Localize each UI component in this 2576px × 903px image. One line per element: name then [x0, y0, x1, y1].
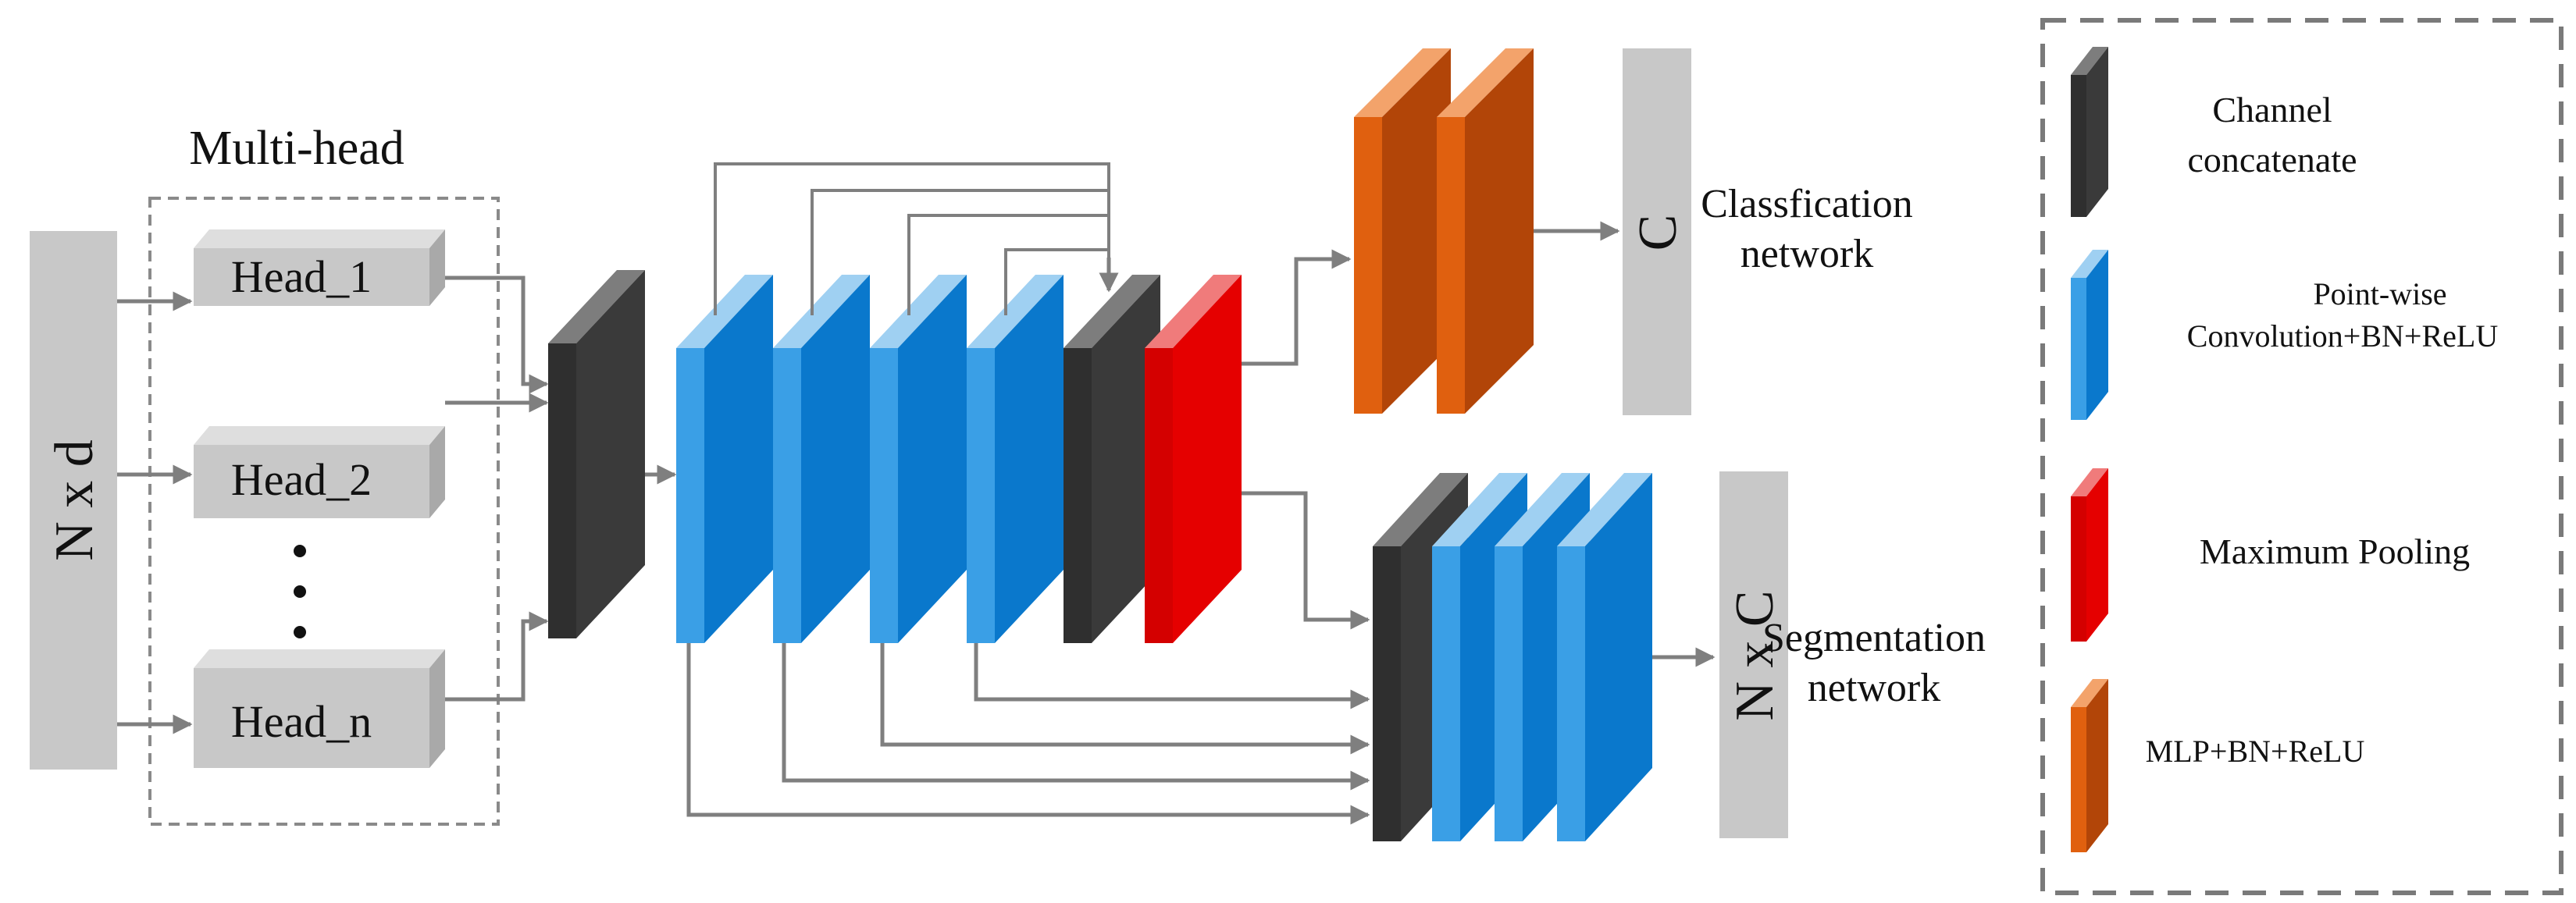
legend-conv-swatch	[2071, 250, 2108, 420]
legend-dashed-box	[2040, 18, 2564, 895]
skip-connections-bottom	[686, 643, 1370, 825]
classification-network-label-1: Classfication	[1701, 182, 1913, 226]
head-2-label: Head_2	[231, 454, 372, 505]
seg-output-label: N x C	[1725, 590, 1785, 720]
mlp-block-2	[1437, 48, 1534, 414]
head-n-label: Head_n	[231, 696, 372, 747]
legend-concat-swatch	[2071, 47, 2108, 217]
legend-mlp-label: MLP+BN+ReLU	[2146, 734, 2365, 769]
legend-concat-label-1: Channel	[2212, 90, 2332, 130]
input-label: N x d	[45, 439, 105, 561]
classification-network-label-2: network	[1740, 232, 1873, 276]
conv-block-1	[676, 275, 773, 643]
input-to-heads-arrows	[117, 291, 193, 734]
seg-output-block: N x C	[1719, 471, 1788, 838]
pool-to-mlp-arrow	[1242, 249, 1352, 366]
maxpool-block	[1145, 275, 1242, 643]
multihead-dashed-box	[148, 197, 500, 826]
legend-conv-label-2: Convolution+BN+ReLU	[2187, 318, 2499, 354]
skip-connections-top	[714, 162, 1119, 315]
heads-to-concat-arrows	[445, 276, 549, 702]
conv-block-3	[870, 275, 967, 643]
legend-pool-swatch	[2071, 468, 2108, 642]
legend-pool-label: Maximum Pooling	[2200, 531, 2470, 571]
mlp-block-1	[1354, 48, 1451, 414]
conv-block-4	[967, 275, 1064, 643]
class-output-block: C	[1623, 48, 1691, 415]
conv-block-2	[773, 275, 870, 643]
segmentation-network-label-2: network	[1808, 666, 1940, 710]
legend-mlp-swatch	[2071, 679, 2108, 852]
head-n-block: Head_n	[194, 649, 445, 768]
head-2-block: Head_2	[194, 426, 445, 518]
class-output-label: C	[1628, 215, 1688, 251]
seg-conv-block-3	[1557, 473, 1652, 841]
multihead-title: Multi-head	[189, 122, 404, 175]
ellipsis-dots	[294, 545, 306, 638]
legend-concat-label-2: concatenate	[2187, 140, 2357, 180]
concat-block-2	[1064, 275, 1160, 643]
pool-to-segconcat-arrow	[1242, 491, 1370, 630]
concat-block-1	[548, 270, 645, 638]
head-1-label: Head_1	[231, 251, 372, 302]
head-1-block: Head_1	[194, 229, 445, 306]
segmentation-network-label-1: Segmentation	[1762, 616, 1986, 660]
legend-conv-label-1: Point-wise	[2313, 276, 2446, 311]
input-block: N x d	[30, 231, 117, 770]
